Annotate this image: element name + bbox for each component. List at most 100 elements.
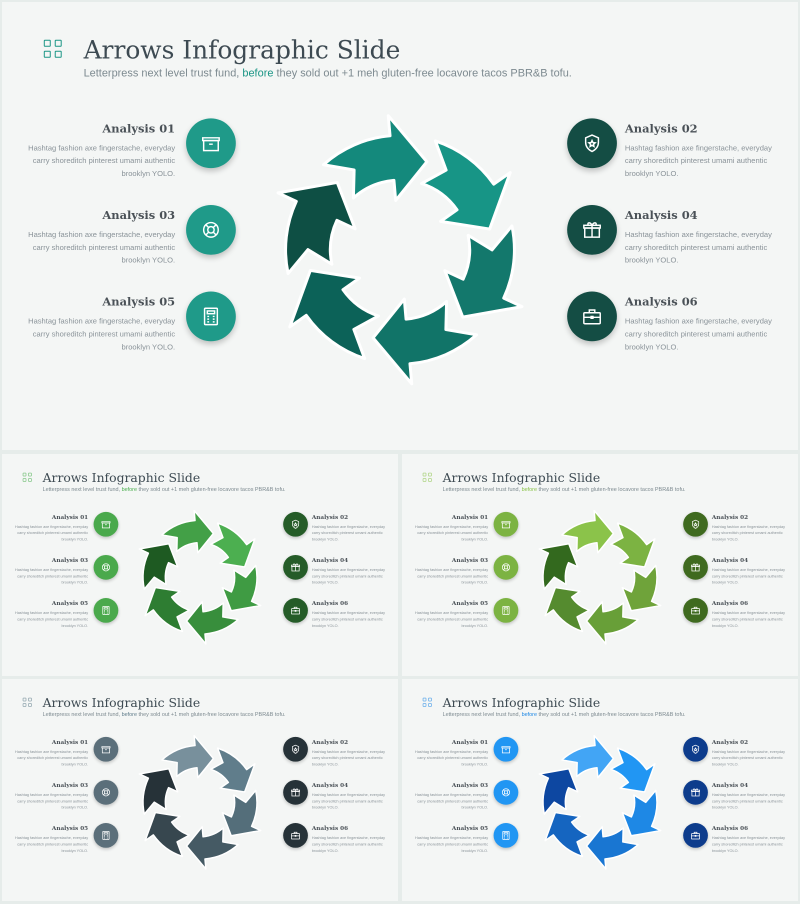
slide-title: Arrows Infographic Slide: [42, 470, 201, 486]
cycle-arrow-1: [138, 768, 179, 815]
cycle-arrow-4: [621, 789, 662, 837]
cycle-arrow-3: [420, 139, 512, 231]
cycle-arrow-1: [538, 543, 579, 590]
grid-logo-icon: [22, 472, 33, 483]
cycle-arrow-1: [276, 180, 357, 276]
briefcase-icon: [567, 291, 617, 342]
lifebuoy-icon: [93, 779, 119, 805]
cycle-arrow-4: [621, 564, 662, 612]
gift-icon: [283, 554, 308, 580]
slide-subtitle: Letterpress next level trust fund, befor…: [442, 486, 686, 493]
arrow-cycle-diagram: [276, 114, 524, 386]
calculator-icon: [186, 291, 236, 342]
analysis-card-04: Analysis 04 Hashtag fashion axe fingerst…: [624, 207, 772, 265]
shield-star-icon: [567, 118, 617, 169]
analysis-card-06: Analysis 06 Hashtag fashion axe fingerst…: [311, 824, 386, 853]
analysis-card-05: Analysis 05 Hashtag fashion axe fingerst…: [414, 824, 489, 853]
analysis-card-04: Analysis 04 Hashtag fashion axe fingerst…: [711, 556, 786, 585]
slide-subtitle: Letterpress next level trust fund, befor…: [42, 486, 286, 493]
cycle-arrow-5: [185, 601, 239, 645]
slide-thumbnail-green[interactable]: Arrows Infographic Slide Letterpress nex…: [2, 454, 398, 676]
analysis-card-05: Analysis 05 Hashtag fashion axe fingerst…: [28, 294, 176, 352]
slide-thumbnail-blue[interactable]: Arrows Infographic Slide Letterpress nex…: [402, 679, 798, 901]
analysis-card-04: Analysis 04 Hashtag fashion axe fingerst…: [311, 781, 386, 810]
grid-logo-icon: [43, 39, 64, 60]
cycle-arrow-6: [144, 811, 191, 858]
cycle-arrow-4: [443, 224, 524, 319]
slide-content: Arrows Infographic Slide Letterpress nex…: [402, 454, 798, 676]
analysis-card-06: Analysis 06 Hashtag fashion axe fingerst…: [711, 824, 786, 853]
slide-subtitle: Letterpress next level trust fund, befor…: [42, 711, 286, 718]
cycle-arrow-2: [561, 734, 615, 779]
cycle-arrow-1: [138, 543, 179, 590]
analysis-card-06: Analysis 06 Hashtag fashion axe fingerst…: [711, 599, 786, 628]
cycle-arrow-2: [161, 509, 215, 554]
analysis-card-02: Analysis 02 Hashtag fashion axe fingerst…: [624, 121, 772, 179]
cycle-arrow-5: [585, 826, 639, 870]
calculator-icon: [93, 598, 119, 623]
slide-title: Arrows Infographic Slide: [83, 35, 401, 65]
analysis-card-01: Analysis 01 Hashtag fashion axe fingerst…: [28, 121, 176, 179]
analysis-card-01: Analysis 01 Hashtag fashion axe fingerst…: [414, 513, 489, 542]
gift-icon: [683, 779, 708, 805]
shield-star-icon: [683, 511, 708, 537]
cycle-arrow-6: [288, 268, 380, 361]
analysis-card-03: Analysis 03 Hashtag fashion axe fingerst…: [414, 556, 489, 585]
cycle-arrow-2: [321, 114, 429, 202]
box-icon: [493, 736, 519, 762]
cycle-arrow-1: [538, 768, 579, 815]
main-slide: Arrows Infographic Slide Letterpress nex…: [2, 2, 798, 450]
briefcase-icon: [683, 823, 708, 848]
cycle-arrow-3: [209, 747, 256, 793]
lifebuoy-icon: [493, 779, 519, 805]
analysis-card-02: Analysis 02 Hashtag fashion axe fingerst…: [711, 513, 786, 542]
box-icon: [186, 118, 236, 169]
analysis-card-03: Analysis 03 Hashtag fashion axe fingerst…: [14, 781, 89, 810]
analysis-card-01: Analysis 01 Hashtag fashion axe fingerst…: [14, 513, 89, 542]
analysis-card-03: Analysis 03 Hashtag fashion axe fingerst…: [28, 207, 176, 265]
analysis-card-02: Analysis 02 Hashtag fashion axe fingerst…: [311, 738, 386, 767]
analysis-card-02: Analysis 02 Hashtag fashion axe fingerst…: [311, 513, 386, 542]
slide-content: Arrows Infographic Slide Letterpress nex…: [2, 2, 798, 450]
cycle-arrow-5: [585, 601, 639, 645]
cycle-arrow-5: [185, 826, 239, 870]
cycle-arrow-2: [161, 734, 215, 779]
analysis-card-05: Analysis 05 Hashtag fashion axe fingerst…: [14, 599, 89, 628]
cycle-arrow-6: [144, 586, 191, 633]
cycle-arrow-6: [544, 811, 591, 858]
slide-subtitle: Letterpress next level trust fund, befor…: [83, 67, 572, 80]
box-icon: [93, 511, 119, 537]
slide-content: Arrows Infographic Slide Letterpress nex…: [2, 454, 398, 676]
slide-thumbnail-lime[interactable]: Arrows Infographic Slide Letterpress nex…: [402, 454, 798, 676]
shield-star-icon: [683, 736, 708, 762]
shield-star-icon: [283, 736, 308, 762]
arrow-cycle-diagram: [138, 509, 262, 645]
analysis-card-05: Analysis 05 Hashtag fashion axe fingerst…: [14, 824, 89, 853]
slide-title: Arrows Infographic Slide: [42, 695, 201, 711]
calculator-icon: [493, 598, 519, 623]
cycle-arrow-2: [561, 509, 615, 554]
analysis-card-02: Analysis 02 Hashtag fashion axe fingerst…: [711, 738, 786, 767]
cycle-arrow-4: [221, 789, 262, 837]
slide-title: Arrows Infographic Slide: [442, 470, 601, 486]
slide-content: Arrows Infographic Slide Letterpress nex…: [2, 679, 398, 901]
grid-logo-icon: [422, 697, 433, 708]
lifebuoy-icon: [493, 554, 519, 580]
slide-content: Arrows Infographic Slide Letterpress nex…: [402, 679, 798, 901]
calculator-icon: [493, 823, 519, 848]
analysis-card-01: Analysis 01 Hashtag fashion axe fingerst…: [14, 738, 89, 767]
lifebuoy-icon: [93, 554, 119, 580]
analysis-card-06: Analysis 06 Hashtag fashion axe fingerst…: [311, 599, 386, 628]
slide-subtitle: Letterpress next level trust fund, befor…: [442, 711, 686, 718]
box-icon: [493, 511, 519, 537]
lifebuoy-icon: [186, 204, 236, 255]
analysis-card-06: Analysis 06 Hashtag fashion axe fingerst…: [624, 294, 772, 352]
grid-logo-icon: [422, 472, 433, 483]
slide-thumbnail-slate[interactable]: Arrows Infographic Slide Letterpress nex…: [2, 679, 398, 901]
briefcase-icon: [283, 823, 308, 848]
gift-icon: [283, 779, 308, 805]
briefcase-icon: [283, 598, 308, 623]
analysis-card-03: Analysis 03 Hashtag fashion axe fingerst…: [414, 781, 489, 810]
analysis-card-05: Analysis 05 Hashtag fashion axe fingerst…: [414, 599, 489, 628]
cycle-arrow-6: [544, 586, 591, 633]
